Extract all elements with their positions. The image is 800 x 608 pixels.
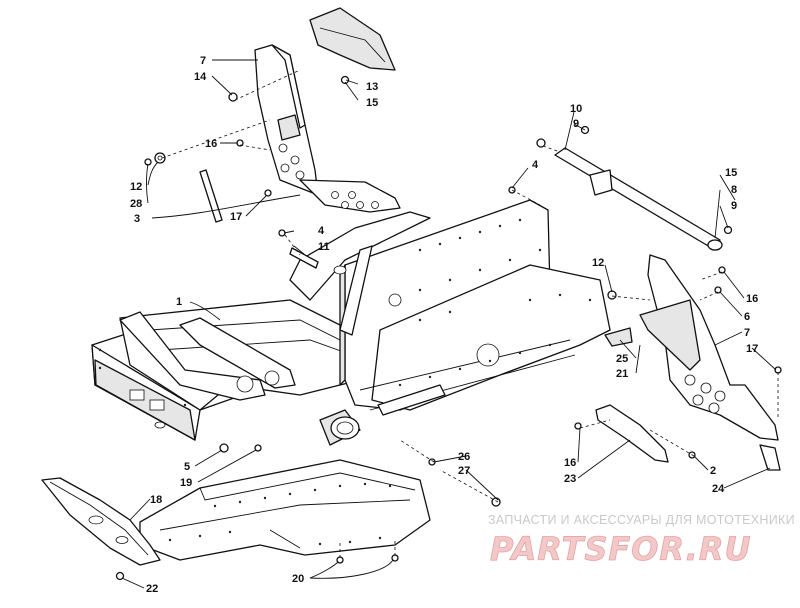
callout-12-right: 12 (592, 257, 604, 269)
left-footrest (199, 7, 401, 223)
watermark: ЗАПЧАСТИ И АКСЕССУАРЫ ДЛЯ МОТОТЕХНИКИ PA… (488, 513, 795, 568)
callout-23: 23 (564, 473, 576, 485)
belly-pan (139, 459, 431, 561)
chassis-frame (91, 199, 611, 446)
callout-15-left: 15 (366, 97, 378, 109)
leader-lines (121, 59, 779, 589)
callout-26: 26 (458, 451, 470, 463)
callout-24: 24 (712, 483, 725, 495)
callout-13: 13 (366, 81, 378, 93)
watermark-logo: PARTSFOR.RU (490, 530, 751, 568)
callout-28: 28 (130, 198, 142, 210)
callout-2: 2 (710, 465, 716, 477)
callout-16-left: 16 (205, 138, 217, 150)
callout-11: 11 (318, 241, 330, 253)
callout-16-bottom: 16 (564, 457, 576, 469)
callout-16-right: 16 (746, 293, 758, 305)
skid-plate (41, 477, 161, 566)
callout-3: 3 (134, 213, 140, 225)
right-footrest (554, 147, 781, 471)
callout-4-left: 4 (318, 225, 325, 237)
callout-labels: 7 14 13 15 16 12 28 3 17 4 11 1 10 9 4 1… (130, 55, 758, 595)
callout-7-right: 7 (744, 327, 750, 339)
callout-21: 21 (616, 368, 628, 380)
callout-20: 20 (292, 573, 304, 585)
callout-14: 14 (194, 71, 207, 83)
callout-6: 6 (744, 311, 750, 323)
callout-10: 10 (570, 103, 582, 115)
callout-17-right: 17 (746, 343, 758, 355)
callout-17-left: 17 (230, 211, 242, 223)
callout-18: 18 (150, 494, 162, 506)
callout-19: 19 (180, 477, 192, 489)
callout-22: 22 (146, 583, 158, 595)
callout-25: 25 (616, 353, 628, 365)
callout-8: 8 (731, 184, 737, 196)
callout-5: 5 (184, 461, 190, 473)
callout-4-right: 4 (532, 159, 539, 171)
callout-7-left: 7 (200, 55, 206, 67)
callout-15-right: 15 (725, 167, 737, 179)
callout-9-top: 9 (573, 118, 579, 130)
callout-9-right: 9 (731, 200, 737, 212)
watermark-caption: ЗАПЧАСТИ И АКСЕССУАРЫ ДЛЯ МОТОТЕХНИКИ (488, 513, 795, 527)
callout-12-left: 12 (130, 181, 142, 193)
callout-27: 27 (458, 465, 470, 477)
callout-1: 1 (176, 296, 182, 308)
